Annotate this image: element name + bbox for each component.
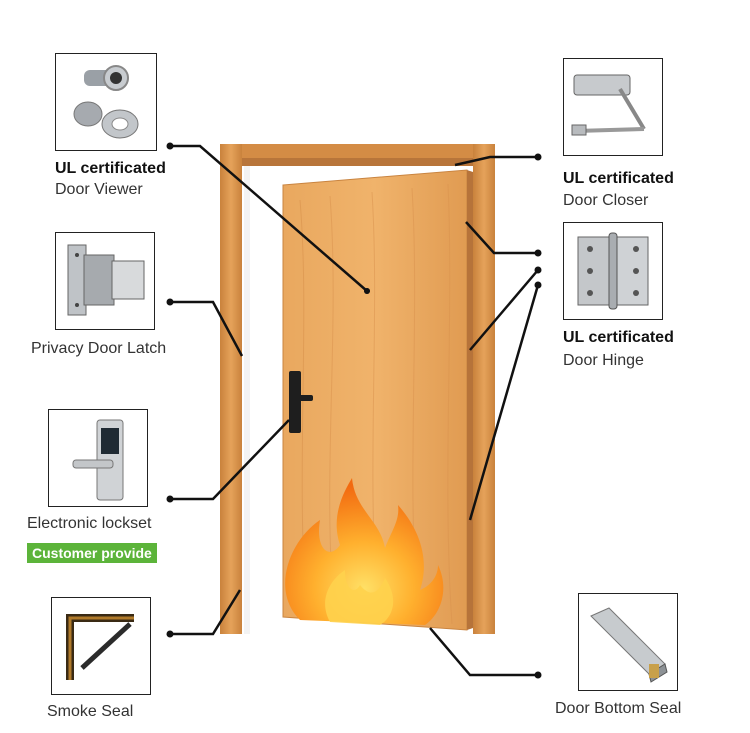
door-viewer-icon xyxy=(73,65,139,139)
door-viewer-label: Door Viewer xyxy=(55,181,143,198)
connector-lines xyxy=(170,144,540,677)
bottom-seal-label: Door Bottom Seal xyxy=(555,700,682,717)
connector-dots xyxy=(166,142,542,679)
lockset-icon xyxy=(72,419,124,501)
door-closer-image xyxy=(563,58,663,156)
door-closer-cert: UL certificated xyxy=(563,170,674,187)
smoke-seal-image xyxy=(51,597,151,695)
door-closer-label: Door Closer xyxy=(563,192,649,209)
bottom-seal-image xyxy=(578,593,678,691)
privacy-latch-label: Privacy Door Latch xyxy=(31,340,167,357)
privacy-latch-image xyxy=(55,232,155,330)
door-hinge-icon xyxy=(577,232,649,310)
smoke-seal-icon xyxy=(66,614,134,680)
bottom-seal-icon xyxy=(590,607,668,683)
door-frame xyxy=(220,144,495,634)
fire-flame xyxy=(285,478,444,625)
door-hinge-label: Door Hinge xyxy=(563,352,644,369)
lockset-image xyxy=(48,409,148,507)
door-closer-icon xyxy=(571,74,646,136)
privacy-latch-icon xyxy=(67,244,145,316)
door-hinge-image xyxy=(563,222,663,320)
door-viewer-cert: UL certificated xyxy=(55,160,166,177)
customer-provide-badge: Customer provide xyxy=(27,543,157,563)
door-viewer-image xyxy=(55,53,157,151)
door-hinge-cert: UL certificated xyxy=(563,329,674,346)
smoke-seal-label: Smoke Seal xyxy=(47,703,134,720)
lockset-label: Electronic lockset xyxy=(27,515,152,532)
